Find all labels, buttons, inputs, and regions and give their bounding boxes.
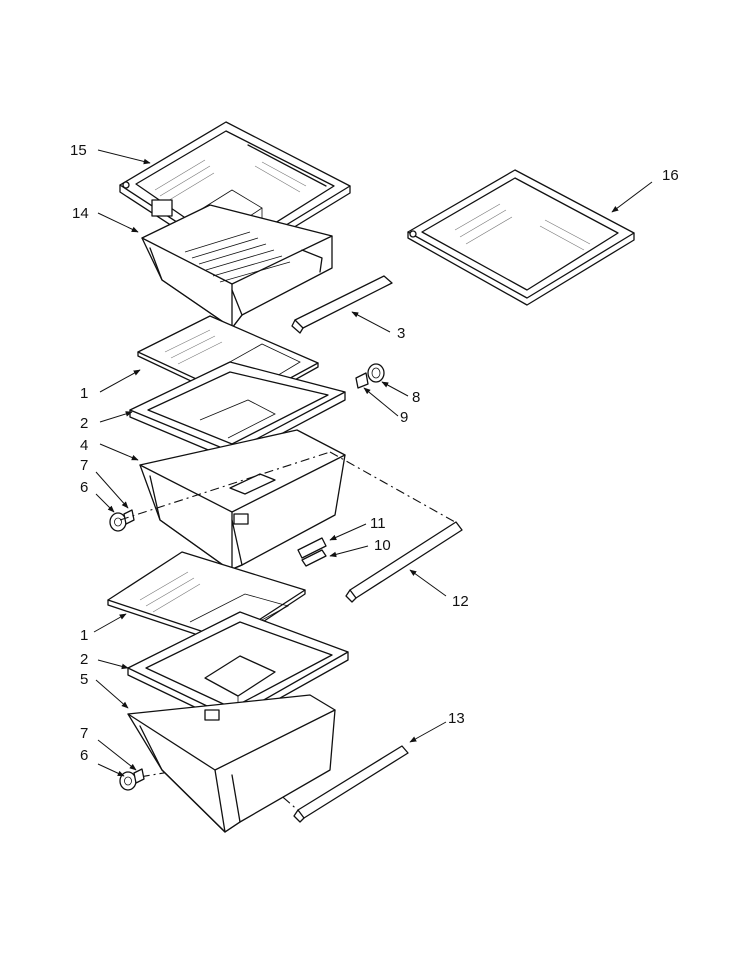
callout-4: 4 [80, 437, 88, 454]
part-12-drawer-rail [345, 521, 463, 603]
callout-7-lower: 7 [80, 725, 88, 742]
part-5-crisper-drawer-lower [127, 694, 336, 833]
callout-9: 9 [400, 409, 408, 426]
callout-14: 14 [72, 205, 89, 222]
callout-16: 16 [662, 167, 679, 184]
part-6-roller-lower [119, 771, 137, 791]
part-16-glass-shelf [407, 169, 635, 306]
part-9-screw [355, 372, 369, 389]
callout-2-lower: 2 [80, 651, 88, 668]
part-3-drawer-rail [291, 275, 393, 334]
callout-5: 5 [80, 671, 88, 688]
alignment-line-rail [329, 451, 456, 523]
callout-12: 12 [452, 593, 469, 610]
callout-7-upper: 7 [80, 457, 88, 474]
part-7-axle-upper [123, 509, 135, 525]
callout-6-upper: 6 [80, 479, 88, 496]
part-14-deli-drawer [141, 199, 333, 329]
callout-15: 15 [70, 142, 87, 159]
part-6-roller-upper [109, 512, 127, 532]
part-4-crisper-drawer-upper [139, 429, 346, 571]
callout-10: 10 [374, 537, 391, 554]
callout-1-lower: 1 [80, 627, 88, 644]
part-7-axle-lower [133, 768, 145, 784]
callout-1-upper: 1 [80, 385, 88, 402]
callout-labels: 15 14 16 3 1 8 9 2 4 7 6 11 10 12 1 2 5 … [70, 142, 679, 764]
part-8-knob [367, 363, 385, 383]
callout-11: 11 [370, 515, 386, 532]
callout-8: 8 [412, 389, 420, 406]
callout-13: 13 [448, 710, 465, 727]
leader-lines [93, 149, 653, 777]
part-10-slide-lower [301, 549, 327, 567]
part-11-slide-upper [297, 537, 327, 559]
part-13-drawer-rail [293, 745, 409, 823]
callout-2-upper: 2 [80, 415, 88, 432]
callout-6-lower: 6 [80, 747, 88, 764]
callout-3: 3 [397, 325, 405, 342]
part-2-cover-frame-lower [127, 611, 349, 726]
